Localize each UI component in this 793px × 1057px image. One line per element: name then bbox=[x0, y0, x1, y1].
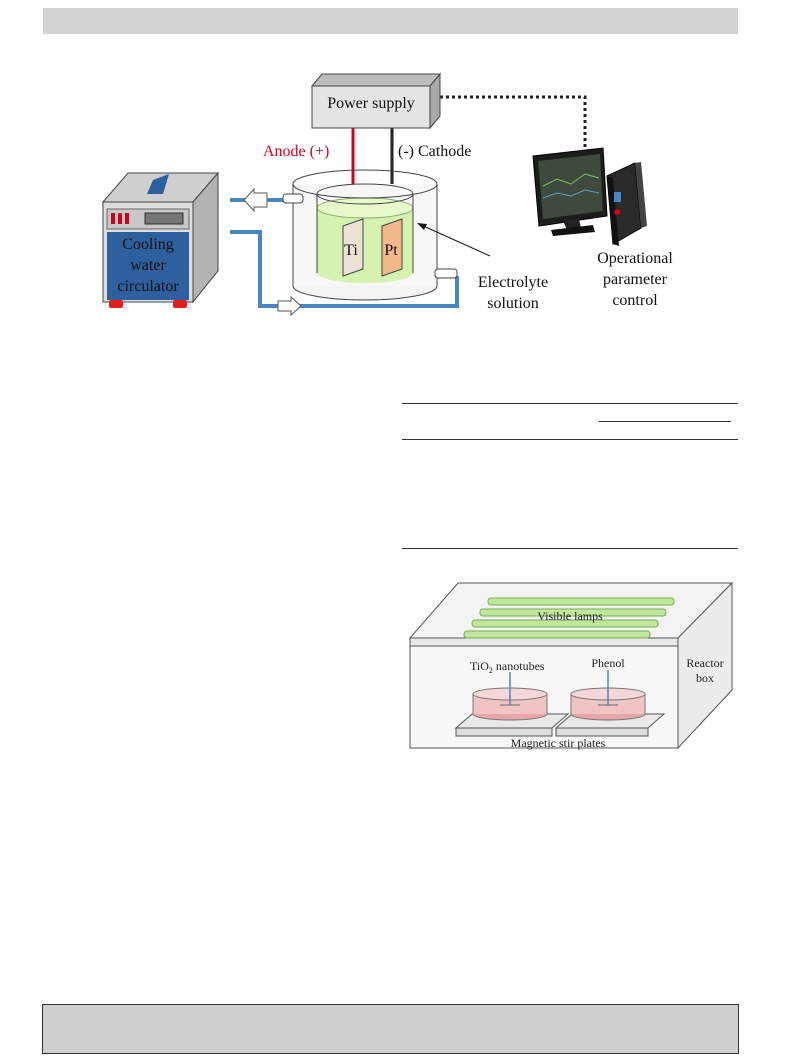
return-arrow bbox=[277, 295, 302, 317]
ti-label: Ti bbox=[344, 242, 358, 259]
table-group-rule bbox=[599, 421, 731, 422]
cathode-label: (-) Cathode bbox=[398, 143, 471, 160]
page-footer-box bbox=[42, 1004, 739, 1054]
outlet-port bbox=[282, 193, 304, 204]
reactor-label-2: box bbox=[696, 671, 714, 685]
electrolyte-label-2: solution bbox=[487, 295, 539, 312]
computer: Operational parameter control bbox=[532, 147, 673, 309]
control-label-1: Operational bbox=[597, 250, 673, 267]
control-label-2: parameter bbox=[603, 271, 668, 288]
table-header-rule bbox=[402, 439, 738, 440]
outlet-arrow bbox=[243, 187, 268, 213]
anodization-setup-diagram: Power supply Anode (+) (-) Cathode Cooli… bbox=[101, 72, 673, 317]
cooler-label-3: circulator bbox=[117, 278, 179, 295]
electrolyte-label-1: Electrolyte bbox=[478, 274, 548, 291]
inlet-port bbox=[434, 268, 458, 279]
ti-electrode bbox=[342, 218, 364, 277]
power-supply-box: Power supply bbox=[310, 72, 442, 130]
control-label-3: control bbox=[612, 292, 658, 309]
tio2-label: TiO2 nanotubes bbox=[470, 659, 545, 675]
cooling-water-circulator: Cooling water circulator bbox=[101, 171, 220, 308]
power-supply-label: Power supply bbox=[327, 95, 415, 112]
stir-label: Magnetic stir plates bbox=[511, 736, 606, 750]
cooler-label-1: Cooling bbox=[122, 236, 174, 253]
pt-electrode bbox=[381, 218, 403, 277]
phenol-label: Phenol bbox=[591, 656, 625, 670]
electrochemical-cell: Ti Pt bbox=[282, 169, 458, 301]
visible-lamps bbox=[463, 597, 675, 639]
page-header-bar bbox=[43, 8, 738, 34]
photocatalysis-reactor-diagram: Visible lamps TiO2 nanotubes Phenol Reac… bbox=[408, 581, 734, 750]
lamps-label: Visible lamps bbox=[537, 609, 603, 623]
table-top-rule bbox=[402, 403, 738, 404]
reactor-label-1: Reactor bbox=[686, 656, 723, 670]
pt-label: Pt bbox=[384, 242, 398, 259]
electrolyte-pointer bbox=[418, 223, 491, 257]
petri-dish-phenol bbox=[570, 687, 646, 721]
data-cable bbox=[440, 95, 587, 166]
anode-label: Anode (+) bbox=[263, 143, 329, 160]
cooler-label-2: water bbox=[130, 257, 166, 274]
return-tube bbox=[230, 230, 459, 308]
table-bottom-rule bbox=[402, 548, 738, 549]
